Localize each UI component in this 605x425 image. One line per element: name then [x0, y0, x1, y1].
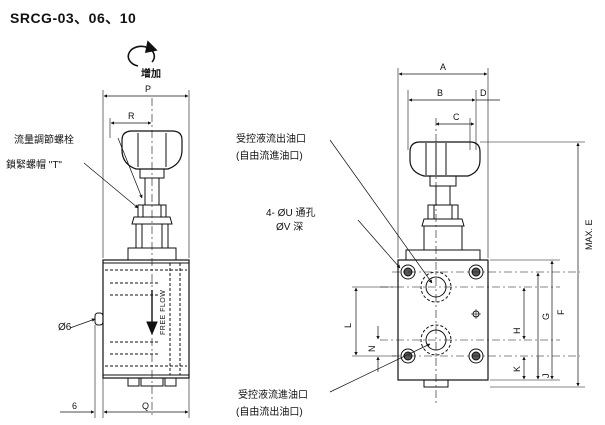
right-view	[329, 68, 585, 405]
valve-body-side	[102, 259, 190, 379]
hole-depth-label: ØV 深	[276, 222, 304, 233]
flow-adjust-screw-label: 流量調節螺栓	[14, 135, 74, 146]
dim-l: L	[343, 322, 353, 328]
dim-j: J	[541, 373, 551, 379]
outlet-port-sub-label: (自由流進油口)	[236, 151, 303, 162]
dim-r: R	[128, 111, 135, 121]
lock-nut	[131, 204, 173, 249]
dim-b: B	[437, 88, 444, 98]
inlet-port-label: 受控液流進油口	[238, 390, 308, 401]
handle-knob-front	[409, 141, 481, 187]
inlet-port-sub-label: (自由流出油口)	[236, 407, 303, 418]
dim-d: D	[480, 88, 487, 98]
clockwise-rotation-arrow-icon	[127, 40, 158, 67]
dim-p: P	[145, 84, 152, 94]
outlet-port-label: 受控液流出油口	[236, 134, 306, 145]
free-flow-text: FREE FLOW	[160, 290, 167, 335]
dim-g: G	[541, 312, 551, 320]
dim-n: N	[367, 345, 377, 353]
dim-h: H	[512, 327, 522, 335]
dim-k: K	[512, 365, 522, 372]
valve-body-front	[397, 259, 489, 381]
handle-knob	[121, 130, 183, 179]
page-title: SRCG-03、06、10	[10, 10, 137, 26]
dim-e: MAX. E	[584, 219, 594, 250]
pin-hole-label: Ø6	[58, 322, 72, 333]
dim-c: C	[453, 112, 460, 122]
dim-q: Q	[142, 401, 150, 411]
through-hole-label: 4- ØU 通孔	[266, 208, 316, 219]
lock-nut-label: 鎖緊螺帽 "T"	[6, 160, 62, 171]
dim-6: 6	[72, 401, 78, 411]
increase-label: 增加	[141, 69, 161, 80]
dim-f: F	[556, 309, 566, 316]
left-view	[60, 90, 190, 418]
dim-a: A	[440, 62, 447, 72]
